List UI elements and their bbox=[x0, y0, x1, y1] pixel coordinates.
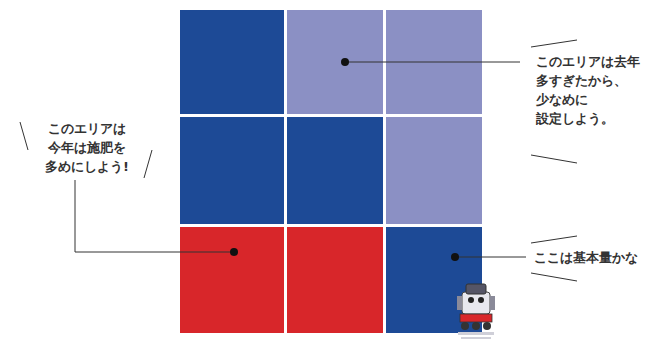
leader-dot bbox=[230, 248, 238, 256]
field-cell bbox=[180, 10, 284, 114]
field-cell bbox=[287, 117, 383, 224]
field-cell bbox=[386, 117, 482, 224]
leader-dot bbox=[451, 253, 459, 261]
leader-line bbox=[75, 180, 234, 252]
leader-line bbox=[455, 257, 526, 258]
bracket-stroke bbox=[531, 273, 577, 281]
bracket-stroke bbox=[531, 155, 577, 163]
callout-text: このエリアは去年 多すぎたから、 少なめに 設定しよう。 bbox=[536, 52, 656, 128]
leader-line bbox=[345, 62, 520, 63]
callout-text: このエリアは 今年は施肥を 多めにしよう! bbox=[26, 119, 148, 176]
field-cell bbox=[180, 117, 284, 224]
bracket-stroke bbox=[20, 122, 28, 150]
field-cell bbox=[180, 227, 284, 333]
bracket-stroke bbox=[531, 236, 577, 243]
bracket-stroke bbox=[144, 150, 152, 178]
bracket-stroke bbox=[531, 40, 577, 47]
field-cell bbox=[287, 227, 383, 333]
callout-text: ここは基本量かな bbox=[534, 248, 656, 267]
robot-illustration bbox=[457, 284, 495, 339]
leader-dot bbox=[341, 58, 349, 66]
